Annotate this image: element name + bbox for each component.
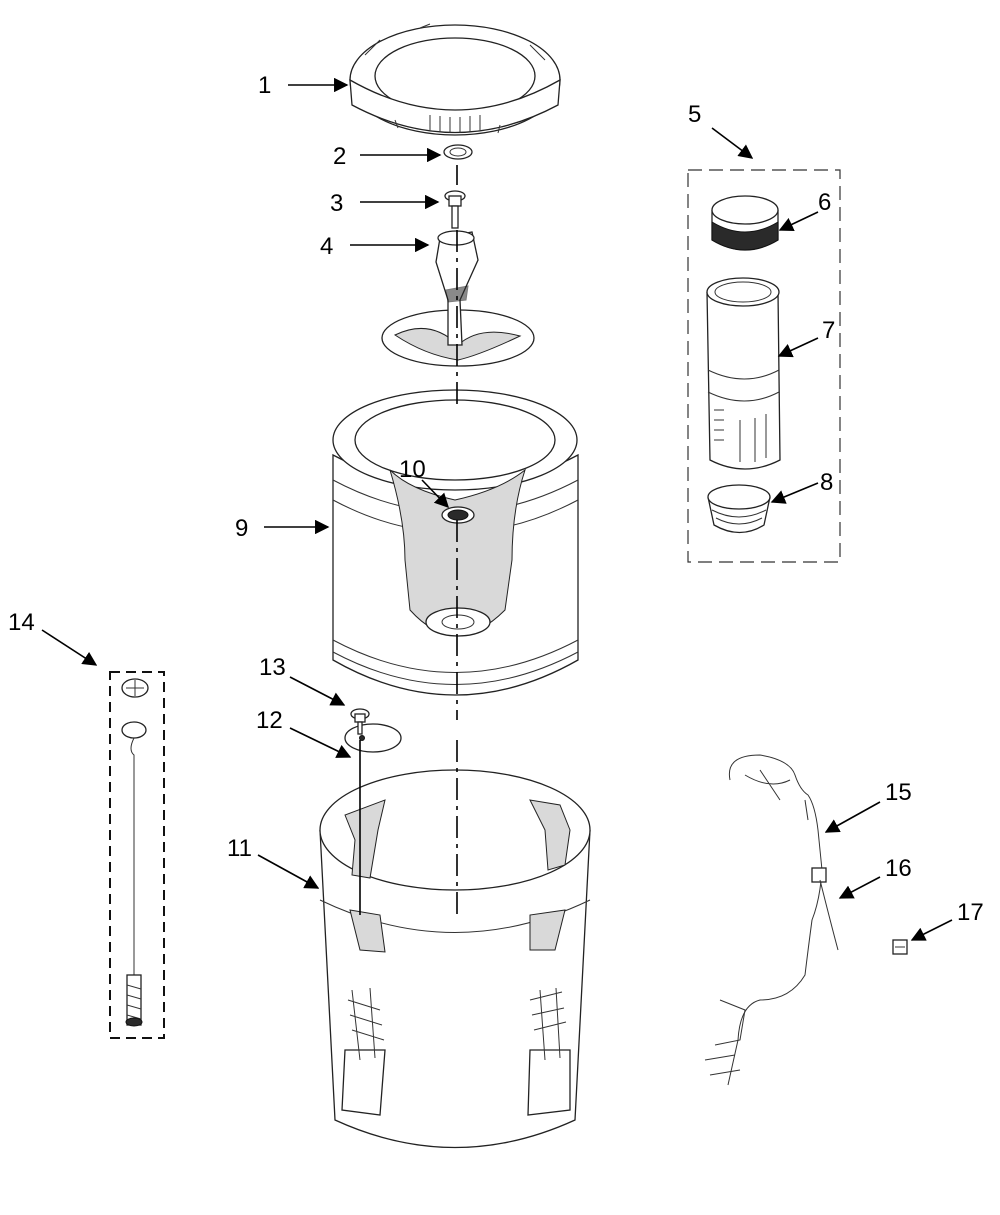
part-4-impeller[interactable] [381, 230, 535, 367]
callout-14: 14 [8, 609, 35, 636]
part-5-filter-assembly-box [687, 169, 841, 563]
part-7-filter-body[interactable] [706, 277, 781, 470]
part-14-suspension-rod-box [109, 671, 165, 1039]
callout-11: 11 [227, 835, 252, 862]
part-6-filter-cap[interactable] [711, 195, 779, 251]
part-8-filter-basket[interactable] [707, 484, 771, 534]
callout-13: 13 [259, 654, 286, 681]
callout-8: 8 [820, 469, 833, 496]
leader-lines [41, 77, 953, 941]
callout-16: 16 [885, 855, 912, 882]
part-12-plate[interactable] [344, 723, 402, 753]
callout-17: 17 [957, 899, 984, 926]
callout-3: 3 [330, 190, 343, 217]
part-14-suspension-rod[interactable] [121, 678, 149, 1027]
callout-9: 9 [235, 515, 248, 542]
part-17-clip[interactable] [892, 939, 908, 955]
callout-15: 15 [885, 779, 912, 806]
callout-2: 2 [333, 143, 346, 170]
part-15-wire-harness[interactable] [704, 754, 827, 1086]
callout-10: 10 [399, 456, 426, 483]
part-3-bolt[interactable] [444, 190, 466, 229]
callout-1: 1 [258, 72, 271, 99]
part-1-tub-ring[interactable] [349, 23, 561, 136]
part-2-washer[interactable] [443, 144, 473, 160]
part-9-wash-tub[interactable] [332, 389, 579, 696]
part-10-seal[interactable] [447, 509, 469, 521]
callout-6: 6 [818, 189, 831, 216]
part-11-outer-tub[interactable] [319, 769, 591, 1149]
callout-4: 4 [320, 233, 333, 260]
part-16-hose[interactable] [819, 879, 839, 951]
callout-5: 5 [688, 101, 701, 128]
callout-7: 7 [822, 317, 835, 344]
callout-12: 12 [256, 707, 283, 734]
part-13-screw[interactable] [350, 708, 370, 735]
